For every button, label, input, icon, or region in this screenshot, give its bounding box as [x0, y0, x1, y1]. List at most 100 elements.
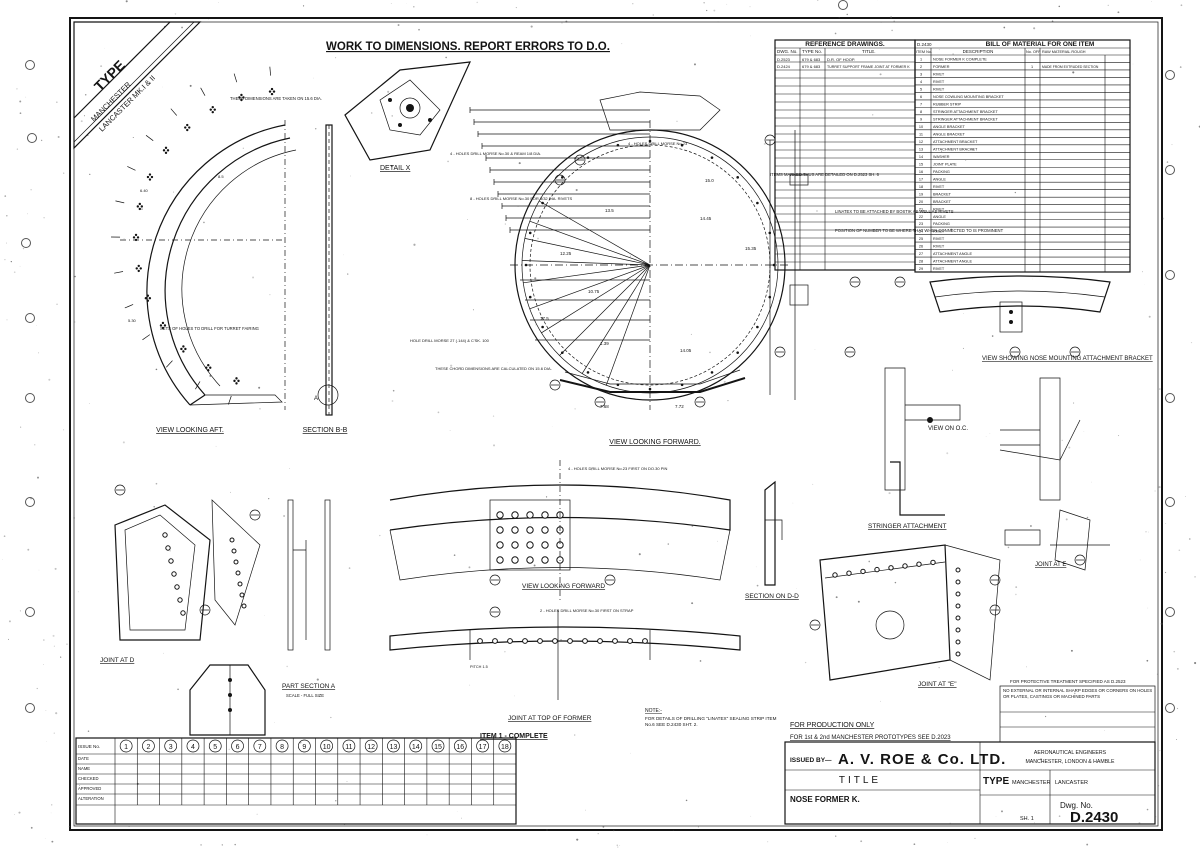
joint-d-hole: [162, 532, 168, 538]
rev-issue-number: 10: [323, 744, 331, 751]
aft-dim-2: 6.40: [140, 188, 149, 193]
type-value-2: LANCASTER: [1055, 780, 1088, 786]
small-view-hole: [496, 511, 504, 519]
speckle: [1058, 5, 1061, 8]
speckle: [19, 112, 22, 114]
speckle: [1026, 666, 1027, 668]
speckle: [917, 191, 919, 192]
speckle: [868, 560, 871, 563]
speckle: [535, 324, 537, 326]
speckle: [30, 826, 33, 829]
speckle: [1188, 538, 1191, 540]
speckle: [30, 498, 32, 500]
speckle: [55, 712, 58, 715]
joint-at-d-title: JOINT AT D: [100, 657, 135, 664]
bom-row-item: 27: [919, 252, 923, 256]
view-on-oc-title: VIEW ON O.C.: [928, 426, 968, 432]
speckle: [27, 213, 28, 215]
type-label: TYPE: [983, 776, 1009, 787]
joint-e-hole: [955, 627, 961, 633]
top-joint-hole: [492, 638, 498, 644]
speckle: [1147, 607, 1149, 609]
speckle: [812, 483, 814, 485]
speckle: [530, 523, 531, 525]
speckle: [104, 47, 105, 49]
speckle: [1171, 143, 1173, 146]
aft-hole: [135, 267, 138, 270]
aft-hole: [184, 347, 187, 351]
note-linatex: LINATEX TO BE ATTACHED BY BOSTIK AS WELL…: [835, 209, 954, 214]
aft-hole: [163, 324, 167, 327]
view-looking-aft-title: VIEW LOOKING AFT.: [156, 427, 224, 434]
speckle: [846, 13, 848, 16]
speckle: [1117, 434, 1120, 437]
aft-hole: [139, 267, 142, 270]
rev-issue-circle: [431, 739, 445, 753]
aft-hole: [182, 350, 185, 353]
speckle: [391, 400, 394, 402]
speckle: [19, 100, 22, 103]
speckle: [1065, 518, 1068, 521]
callout-reaming: 4 - HOLES DRILL MORSE No.30 & REAM 1/8 D…: [450, 151, 541, 156]
speckle: [727, 400, 729, 402]
speckle: [289, 468, 290, 469]
top-joint-hole: [567, 638, 573, 644]
speckle: [857, 600, 860, 603]
speckle: [51, 840, 54, 843]
aft-tick: [142, 334, 151, 341]
item-balloon: [199, 604, 211, 616]
speckle: [1148, 315, 1151, 318]
aft-hole: [148, 178, 152, 181]
bom-row-desc: ANGLE: [933, 215, 946, 219]
speckle: [971, 148, 974, 151]
joint-e-hole: [874, 566, 880, 573]
speckle: [717, 21, 719, 23]
bom-row-desc: ATTACHMENT BRACKET: [933, 147, 978, 151]
speckle: [597, 833, 599, 835]
small-view-hole: [541, 541, 549, 549]
item-balloon: [894, 276, 906, 288]
aft-hole: [186, 123, 189, 127]
speckle: [995, 815, 997, 817]
speckle: [74, 275, 76, 278]
rev-issue-number: 18: [501, 744, 509, 751]
small-view-hole: [526, 526, 534, 534]
speckle: [379, 534, 381, 537]
rim-hole: [648, 387, 652, 391]
item-balloon: [844, 346, 856, 358]
bom-row-item: 21: [919, 207, 923, 211]
speckle: [34, 444, 36, 446]
speckle: [1194, 576, 1196, 578]
aft-hole: [166, 149, 170, 152]
ref-row-1-type: 679 & 683: [802, 57, 821, 62]
speckle: [1014, 191, 1017, 194]
joint-d-hole: [177, 597, 183, 603]
aft-tick: [170, 108, 178, 116]
speckle: [1061, 439, 1063, 442]
speckle: [218, 2, 219, 3]
joint-e-hole: [860, 568, 866, 575]
joint-d-hole: [235, 570, 241, 576]
speckle: [560, 639, 562, 641]
aft-hole: [270, 92, 274, 96]
main-dim-g: 17.5: [540, 316, 549, 321]
joint-e-hole: [832, 572, 838, 578]
company-sub-1: AERONAUTICAL ENGINEERS: [1034, 750, 1107, 756]
speckle: [258, 386, 261, 389]
speckle: [80, 120, 83, 123]
bom-row-desc: ATTACHMENT ANGLE: [933, 252, 972, 256]
speckle: [89, 173, 91, 175]
aft-hole: [242, 96, 245, 99]
small-forward-view: VIEW LOOKING FORWARD 4 - HOLES DRILL MOR…: [389, 460, 731, 600]
bom-row-item: 24: [919, 230, 923, 234]
speckle: [1160, 622, 1163, 625]
speckle: [228, 748, 230, 750]
speckle: [51, 804, 53, 806]
rim-hole: [756, 201, 759, 205]
speckle: [890, 16, 893, 19]
speckle: [314, 127, 317, 130]
bom-row-desc: PACKING: [933, 170, 950, 174]
view-looking-forward-title: VIEW LOOKING FORWARD.: [609, 439, 700, 446]
rev-issue-number: 6: [236, 744, 240, 751]
bom-row-item: 17: [919, 177, 923, 181]
